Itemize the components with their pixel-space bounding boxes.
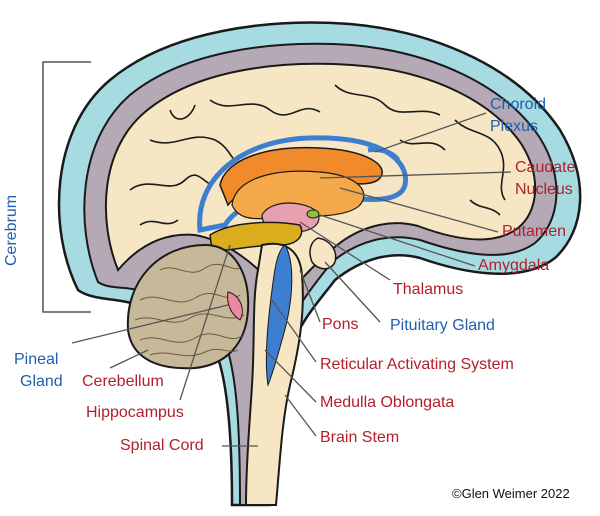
cerebellum-shape [126,243,250,370]
putamen-shape [231,170,365,220]
label-caudate-nucleus-line1: Caudate [515,159,576,176]
label-cerebrum: Cerebrum [3,194,20,266]
label-pons: Pons [322,316,359,333]
label-choroid-plexus-line1: Choroid [490,96,547,113]
pineal-gland-shape [227,291,243,321]
reticular-system-shape [265,244,293,387]
leader-lines [71,112,512,447]
label-pituitary-gland: Pituitary Gland [390,317,495,334]
label-pineal-gland-line2: Gland [20,373,63,390]
label-amygdala: Amygdala [478,257,550,274]
label-brain-stem: Brain Stem [320,429,400,446]
label-caudate-nucleus-line2: Nucleus [515,181,573,198]
label-choroid-plexus-line2: Plexus [490,118,539,135]
label-thalamus: Thalamus [393,281,464,298]
label-hippocampus: Hippocampus [86,404,184,421]
label-putamen: Putamen [502,223,567,240]
amygdala-shape [306,209,320,219]
label-medulla-oblongata: Medulla Oblongata [320,394,455,411]
label-cerebellum: Cerebellum [82,373,164,390]
label-reticular-activating-system: Reticular Activating System [320,356,514,373]
label-pineal-gland-line1: Pineal [14,351,59,368]
choroid-plexus-shape [367,147,400,162]
label-spinal-cord: Spinal Cord [120,437,204,454]
copyright-notice: ©Glen Weimer 2022 [452,486,570,501]
pituitary-gland-shape [309,237,337,270]
cerebrum-bracket [42,61,91,313]
